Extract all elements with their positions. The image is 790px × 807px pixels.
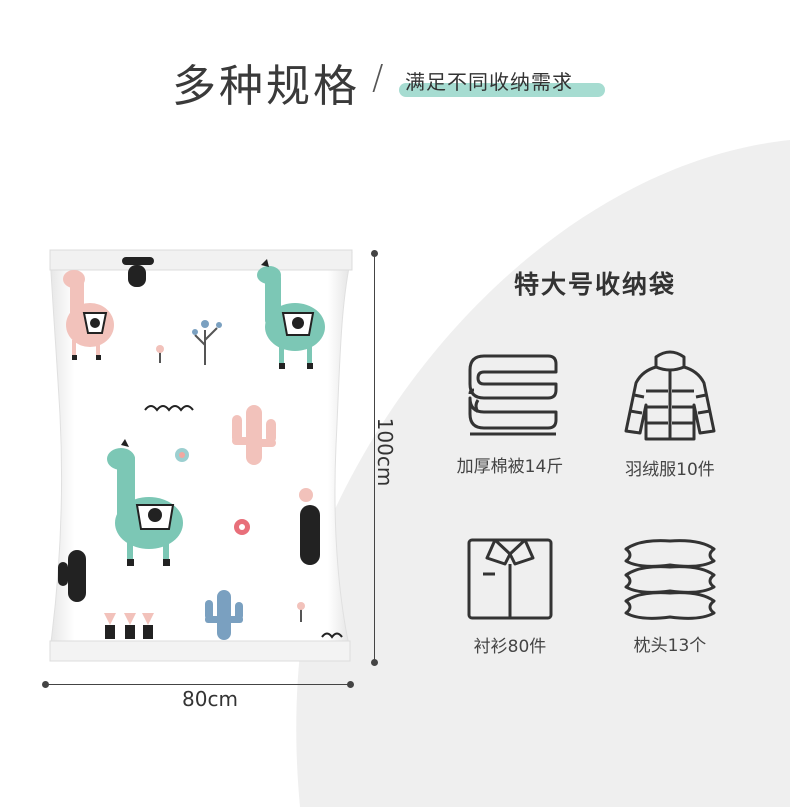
item-label: 衬衫80件 bbox=[473, 637, 547, 657]
subtitle-highlight bbox=[399, 83, 605, 97]
item-label: 羽绒服10件 bbox=[625, 460, 715, 480]
width-dimension-line bbox=[42, 681, 354, 688]
subtitle: 满足不同收纳需求 bbox=[405, 70, 573, 94]
header: 多种规格 / 满足不同收纳需求 bbox=[0, 40, 790, 112]
title-divider: / bbox=[372, 58, 384, 98]
shirt-icon bbox=[467, 538, 553, 620]
capacity-item-shirt: 衬衫80件 bbox=[430, 530, 590, 657]
quilt-stack-icon bbox=[468, 354, 558, 436]
pillow-stack-icon bbox=[624, 539, 716, 620]
vacuum-bag-image bbox=[49, 249, 353, 662]
width-label: 80cm bbox=[182, 687, 238, 711]
item-label: 加厚棉被14斤 bbox=[456, 457, 564, 477]
subtitle-wrap: 满足不同收纳需求 bbox=[399, 66, 605, 98]
capacity-item-quilt: 加厚棉被14斤 bbox=[430, 350, 590, 477]
page-title: 多种规格 bbox=[172, 61, 360, 112]
capacity-item-down-jacket: 羽绒服10件 bbox=[590, 345, 750, 480]
pink-llama bbox=[63, 270, 114, 360]
green-llama-center bbox=[107, 439, 183, 566]
height-label: 100cm bbox=[373, 417, 397, 487]
height-dimension-line bbox=[371, 250, 378, 666]
capacity-title: 特大号收纳袋 bbox=[513, 270, 676, 299]
item-label: 枕头13个 bbox=[633, 636, 707, 656]
green-llama-top bbox=[257, 259, 325, 369]
capacity-item-pillow: 枕头13个 bbox=[590, 535, 750, 656]
down-jacket-icon bbox=[624, 350, 716, 441]
